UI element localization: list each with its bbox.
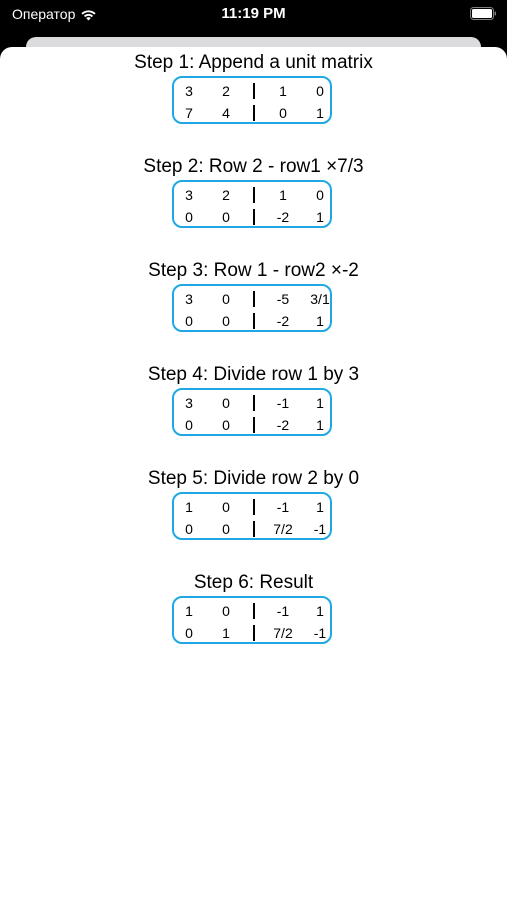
matrix-cell: 0 bbox=[222, 417, 230, 433]
augmented-matrix: 3 2 1 0 0 0 -2 1 bbox=[172, 180, 332, 228]
matrix-cell: 0 bbox=[185, 417, 193, 433]
matrix-cell: 0 bbox=[185, 521, 193, 537]
status-bar: Оператор 11:19 PM bbox=[0, 0, 507, 30]
wifi-icon bbox=[81, 9, 96, 20]
matrix-cell: 0 bbox=[316, 187, 324, 203]
result-matrix: 1 0 -1 1 0 1 7/2 -1 bbox=[172, 596, 332, 644]
matrix-cell: 1 bbox=[316, 105, 324, 121]
matrix-divider bbox=[253, 395, 255, 411]
matrix-divider bbox=[253, 625, 255, 641]
matrix-divider bbox=[253, 105, 255, 121]
matrix-cell: 0 bbox=[185, 625, 193, 641]
matrix-divider bbox=[253, 291, 255, 307]
matrix-divider bbox=[253, 499, 255, 515]
matrix-cell: 1 bbox=[316, 417, 324, 433]
matrix-cell: 1 bbox=[316, 209, 324, 225]
matrix-cell: 1 bbox=[316, 395, 324, 411]
matrix-cell: 1 bbox=[316, 603, 324, 619]
matrix-cell: 1 bbox=[279, 83, 287, 99]
matrix-cell: 0 bbox=[222, 499, 230, 515]
matrix-cell: 0 bbox=[222, 209, 230, 225]
matrix-cell: 3 bbox=[185, 395, 193, 411]
carrier-name: Оператор bbox=[12, 6, 76, 22]
matrix-cell: 2 bbox=[222, 83, 230, 99]
carrier-info: Оператор bbox=[12, 6, 97, 22]
matrix-cell: 7/2 bbox=[273, 625, 293, 641]
matrix-cell: 1 bbox=[316, 499, 324, 515]
matrix-cell: 4 bbox=[222, 105, 230, 121]
augmented-matrix: 1 0 -1 1 0 0 7/2 -1 bbox=[172, 492, 332, 540]
matrix-divider bbox=[253, 209, 255, 225]
step-title: Step 4: Divide row 1 by 3 bbox=[147, 364, 360, 385]
matrix-cell: -2 bbox=[276, 313, 290, 329]
matrix-cell: 3 bbox=[185, 187, 193, 203]
matrix-cell: 2 bbox=[222, 187, 230, 203]
matrix-cell: -1 bbox=[276, 395, 290, 411]
matrix-cell: 1 bbox=[279, 187, 287, 203]
step-title: Step 2: Row 2 - row1 ×7/3 bbox=[143, 156, 364, 177]
matrix-cell: -1 bbox=[276, 603, 290, 619]
matrix-cell: 1 bbox=[185, 499, 193, 515]
matrix-divider bbox=[253, 603, 255, 619]
matrix-cell: 1 bbox=[222, 625, 230, 641]
battery-icon bbox=[470, 7, 496, 20]
matrix-cell: 0 bbox=[185, 209, 193, 225]
matrix-cell: 0 bbox=[279, 105, 287, 121]
matrix-cell: 3 bbox=[185, 83, 193, 99]
step-title: Step 1: Append a unit matrix bbox=[134, 52, 373, 73]
matrix-divider bbox=[253, 83, 255, 99]
matrix-cell: -2 bbox=[276, 417, 290, 433]
matrix-cell: 0 bbox=[316, 83, 324, 99]
step-title: Step 3: Row 1 - row2 ×-2 bbox=[148, 260, 359, 281]
matrix-cell: 7/2 bbox=[273, 521, 293, 537]
matrix-cell: 7 bbox=[185, 105, 193, 121]
matrix-cell: 0 bbox=[222, 291, 230, 307]
step-6: Step 6: Result 1 0 -1 1 0 1 7/2 -1 bbox=[0, 572, 507, 652]
step-4: Step 4: Divide row 1 by 3 3 0 -1 1 0 0 -… bbox=[0, 364, 507, 444]
step-3: Step 3: Row 1 - row2 ×-2 3 0 -5 3/1 0 0 … bbox=[0, 260, 507, 340]
matrix-cell: -1 bbox=[313, 521, 327, 537]
matrix-cell: 0 bbox=[222, 395, 230, 411]
matrix-cell: 3 bbox=[185, 291, 193, 307]
matrix-cell: -2 bbox=[276, 209, 290, 225]
matrix-cell: 3/1 bbox=[310, 291, 330, 307]
step-title: Step 6: Result bbox=[193, 572, 314, 593]
step-5: Step 5: Divide row 2 by 0 1 0 -1 1 0 0 7… bbox=[0, 468, 507, 548]
matrix-cell: -5 bbox=[276, 291, 290, 307]
matrix-cell: -1 bbox=[313, 625, 327, 641]
augmented-matrix: 3 2 1 0 7 4 0 1 bbox=[172, 76, 332, 124]
augmented-matrix: 3 0 -1 1 0 0 -2 1 bbox=[172, 388, 332, 436]
matrix-cell: 1 bbox=[316, 313, 324, 329]
status-time: 11:19 PM bbox=[221, 5, 286, 22]
matrix-divider bbox=[253, 313, 255, 329]
matrix-cell: 0 bbox=[185, 313, 193, 329]
matrix-divider bbox=[253, 187, 255, 203]
matrix-divider bbox=[253, 521, 255, 537]
matrix-cell: 1 bbox=[185, 603, 193, 619]
matrix-cell: 0 bbox=[222, 603, 230, 619]
matrix-cell: 0 bbox=[222, 521, 230, 537]
step-2: Step 2: Row 2 - row1 ×7/3 3 2 1 0 0 0 -2… bbox=[0, 156, 507, 236]
matrix-divider bbox=[253, 417, 255, 433]
steps-sheet[interactable]: Step 1: Append a unit matrix 3 2 1 0 7 4… bbox=[0, 47, 507, 900]
matrix-cell: -1 bbox=[276, 499, 290, 515]
step-1: Step 1: Append a unit matrix 3 2 1 0 7 4… bbox=[0, 52, 507, 132]
augmented-matrix: 3 0 -5 3/1 0 0 -2 1 bbox=[172, 284, 332, 332]
step-title: Step 5: Divide row 2 by 0 bbox=[147, 468, 360, 489]
matrix-cell: 0 bbox=[222, 313, 230, 329]
